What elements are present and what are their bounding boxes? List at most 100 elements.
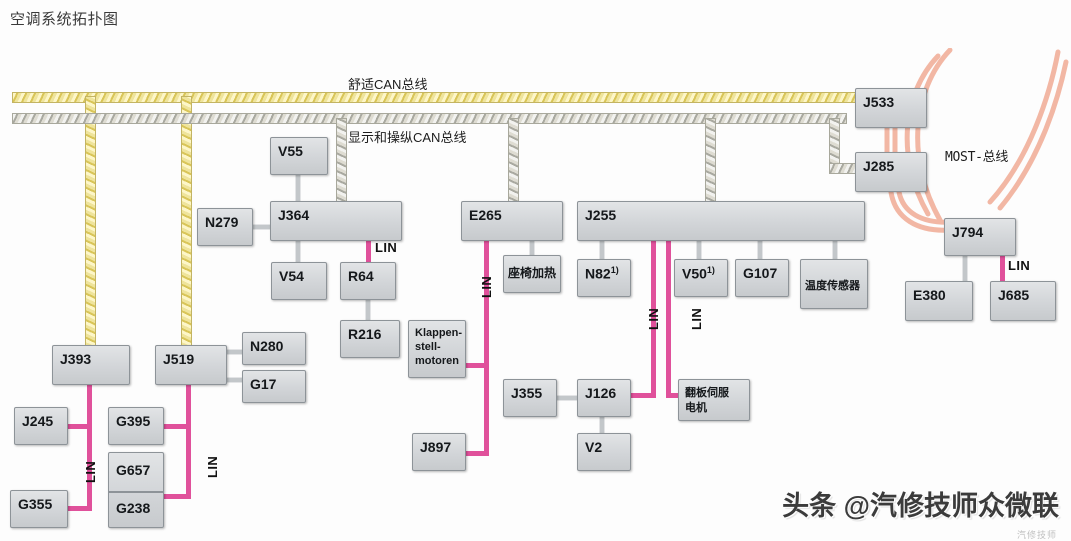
node-j393-label: J393 [60, 351, 92, 367]
lin-e265-to-j897 [458, 451, 489, 456]
node-klappen-label: Klappen- stell- motoren [415, 327, 463, 367]
lin-j519-to-g395 [163, 424, 191, 429]
comfort-can-drop-j519 [181, 96, 192, 352]
node-seat-heat[interactable]: 座椅加热 [503, 255, 561, 293]
node-n82-superscript: 1) [610, 265, 619, 275]
node-j285[interactable]: J285 [855, 152, 927, 192]
lin-j519-trunk [186, 384, 191, 499]
lin-label-j519: LIN [205, 455, 220, 478]
comfort-can-bus-horizontal [12, 92, 857, 103]
node-n82[interactable]: N821) [577, 259, 631, 297]
node-g395[interactable]: G395 [108, 407, 164, 445]
watermark: 头条 @汽修技师众微联 [782, 491, 1059, 521]
lin-j519-to-g238 [163, 494, 191, 499]
node-e380[interactable]: E380 [905, 281, 973, 321]
node-flap-servo[interactable]: 翻板伺服 电机 [678, 379, 750, 421]
node-g355[interactable]: G355 [10, 490, 68, 528]
node-e265[interactable]: E265 [461, 201, 563, 241]
lin-j393-to-j245 [68, 424, 92, 429]
lin-e265-to-klappen [465, 363, 489, 368]
wire-j255-g107 [758, 240, 762, 260]
node-j126-label: J126 [585, 385, 617, 401]
wire-e265-seat-heat [530, 240, 534, 255]
wire-j255-n82 [600, 240, 604, 260]
node-temp-sensor-label: 温度传感器 [805, 280, 860, 292]
node-v54-label: V54 [279, 268, 304, 284]
node-j519[interactable]: J519 [155, 345, 227, 385]
node-v50-superscript: 1) [706, 265, 715, 275]
node-j519-label: J519 [163, 351, 195, 367]
node-n279[interactable]: N279 [197, 208, 253, 246]
node-j285-label: J285 [863, 158, 895, 174]
node-v2-label: V2 [585, 439, 603, 455]
wire-j519-n280 [226, 350, 242, 354]
wire-j364-v54 [296, 240, 300, 263]
node-j355[interactable]: J355 [503, 379, 557, 417]
node-r64[interactable]: R64 [340, 262, 396, 300]
node-v2[interactable]: V2 [577, 433, 631, 471]
most-bus-label: MOST-总线 [945, 150, 1009, 165]
node-j897[interactable]: J897 [412, 433, 466, 471]
node-j685-label: J685 [998, 287, 1030, 303]
node-v50[interactable]: V501) [674, 259, 728, 297]
node-j245[interactable]: J245 [14, 407, 68, 445]
node-j255[interactable]: J255 [577, 201, 865, 241]
node-j245-label: J245 [22, 413, 54, 429]
node-j533[interactable]: J533 [855, 88, 927, 128]
lin-j794-j685 [1000, 254, 1005, 282]
lin-label-j364-r64: LIN [375, 240, 398, 255]
node-j393[interactable]: J393 [52, 345, 130, 385]
node-j794-label: J794 [952, 224, 984, 240]
wire-j355-j126 [556, 396, 578, 400]
lin-j364-r64 [366, 240, 371, 263]
display-can-drop-e265 [508, 118, 519, 203]
node-j255-label: J255 [585, 207, 617, 223]
wire-j794-e380 [963, 254, 967, 282]
comfort-can-drop-j393 [85, 96, 96, 352]
node-r64-label: R64 [348, 268, 374, 284]
lin-j255-trunk-left [651, 232, 656, 398]
lin-label-e265: LIN [479, 275, 494, 298]
display-can-drop-j364 [336, 118, 347, 203]
lin-label-j794-j685: LIN [1008, 258, 1031, 273]
node-v55-label: V55 [278, 143, 303, 159]
node-g355-label: G355 [18, 496, 53, 512]
node-j355-label: J355 [511, 385, 543, 401]
lin-label-j255-right: LIN [689, 307, 704, 330]
node-r216[interactable]: R216 [340, 320, 400, 358]
node-temp-sensor[interactable]: 温度传感器 [800, 259, 868, 309]
node-j794[interactable]: J794 [944, 218, 1016, 256]
wire-j255-temp-sensor [833, 240, 837, 260]
node-v50-label: V501) [682, 265, 715, 282]
wire-n279-j364 [252, 225, 274, 229]
node-j364-label: J364 [278, 207, 310, 223]
node-g107[interactable]: G107 [735, 259, 789, 297]
wire-r64-r216 [366, 299, 370, 321]
lin-j255-trunk-right [666, 232, 671, 398]
node-g17-label: G17 [250, 376, 277, 392]
lin-j393-to-g355 [62, 506, 92, 511]
node-e265-label: E265 [469, 207, 502, 223]
node-g395-label: G395 [116, 413, 151, 429]
node-klappen-stellmotoren[interactable]: Klappen- stell- motoren [408, 320, 466, 378]
display-can-bus-label: 显示和操纵CAN总线 [348, 130, 467, 145]
twin-divider [109, 491, 163, 493]
node-v54[interactable]: V54 [271, 262, 327, 300]
wire-j126-v2 [600, 416, 604, 434]
node-g657-g238-stack[interactable]: G657 G238 [108, 452, 164, 528]
node-j897-label: J897 [420, 439, 452, 455]
page-title: 空调系统拓扑图 [10, 11, 119, 28]
node-n280-label: N280 [250, 338, 284, 354]
node-j364[interactable]: J364 [270, 201, 402, 241]
most-bus-ring [904, 48, 1069, 223]
node-j126[interactable]: J126 [577, 379, 631, 417]
node-n280[interactable]: N280 [242, 332, 306, 365]
lin-j393-trunk [87, 384, 92, 511]
node-g17[interactable]: G17 [242, 370, 306, 403]
node-v55[interactable]: V55 [270, 137, 328, 175]
node-r216-label: R216 [348, 326, 382, 342]
watermark-sub: 汽修技师 [1016, 530, 1057, 540]
node-g107-label: G107 [743, 265, 778, 281]
node-j685[interactable]: J685 [990, 281, 1056, 321]
